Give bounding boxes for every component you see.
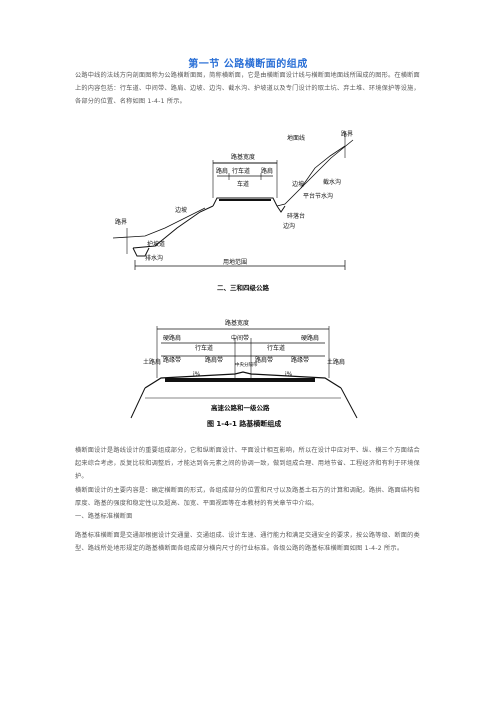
intro-paragraph: 公路中线的法线方向剖面图称为公路横断面图，简称横断面，它是由横断面设计线与横断面… bbox=[75, 72, 420, 106]
svg-text:路缘带: 路缘带 bbox=[163, 356, 181, 364]
svg-text:路缘带: 路缘带 bbox=[291, 356, 309, 364]
body-paragraphs: 横断面设计是路线设计的重要组成部分，它和纵断面设计、平面设计相互影响，所以在设计… bbox=[75, 444, 423, 556]
svg-text:排水沟: 排水沟 bbox=[145, 254, 163, 262]
svg-text:边坡: 边坡 bbox=[175, 206, 187, 214]
svg-text:地面线: 地面线 bbox=[287, 134, 305, 142]
svg-text:中央分隔带: 中央分隔带 bbox=[235, 361, 258, 368]
svg-text:路肩带: 路肩带 bbox=[205, 356, 223, 364]
cross-section-figure: 路界 地面线 路基宽度 路肩 行车道 路肩 车道 边坡 截水沟 平台节水沟 边坡… bbox=[112, 130, 358, 428]
svg-text:路界: 路界 bbox=[115, 218, 127, 226]
svg-text:边坡: 边坡 bbox=[292, 180, 304, 188]
svg-text:土路肩: 土路肩 bbox=[327, 358, 345, 366]
paragraph-1: 横断面设计是路线设计的重要组成部分，它和纵断面设计、平面设计相互影响，所以在设计… bbox=[75, 447, 420, 481]
svg-text:土路肩: 土路肩 bbox=[143, 358, 161, 366]
svg-text:碎落台: 碎落台 bbox=[287, 212, 305, 220]
svg-text:路基宽度: 路基宽度 bbox=[231, 153, 255, 161]
top-figure-labels: 路界 地面线 路基宽度 路肩 行车道 路肩 车道 边坡 截水沟 平台节水沟 边坡… bbox=[115, 130, 353, 292]
svg-text:行车道: 行车道 bbox=[267, 344, 285, 352]
svg-text:路肩带: 路肩带 bbox=[255, 356, 273, 364]
bottom-cross-section bbox=[130, 326, 358, 419]
svg-text:路肩: 路肩 bbox=[261, 167, 273, 175]
subsection-heading: 一、路基标准横断面 bbox=[75, 513, 133, 521]
figure-caption: 图 1-4-1 路基横断组成 bbox=[207, 419, 281, 428]
svg-text:路肩: 路肩 bbox=[216, 167, 228, 175]
svg-text:i%: i% bbox=[285, 371, 293, 378]
svg-text:行车道: 行车道 bbox=[232, 167, 250, 175]
section-title: 第一节 公路横断面的组成 bbox=[188, 59, 308, 70]
svg-text:平台节水沟: 平台节水沟 bbox=[303, 192, 333, 200]
svg-text:硬路肩: 硬路肩 bbox=[301, 334, 319, 342]
svg-text:截水沟: 截水沟 bbox=[323, 178, 341, 186]
top-cross-section bbox=[112, 132, 354, 270]
bottom-figure-caption: 高速公路和一级公路 bbox=[211, 403, 270, 412]
svg-text:i%: i% bbox=[193, 371, 201, 378]
svg-text:硬路肩: 硬路肩 bbox=[163, 334, 181, 342]
paragraph-3: 路基标准横断面是交通部根据设计交通量、交通组成、设计车速、通行能力和满足交通安全… bbox=[75, 532, 420, 553]
svg-text:行车道: 行车道 bbox=[195, 344, 213, 352]
svg-text:车道: 车道 bbox=[237, 180, 249, 188]
bottom-figure-labels: 路基宽度 中间带 硬路肩 硬路肩 行车道 行车道 路缘带 路肩带 中央分隔带 路… bbox=[143, 319, 345, 428]
svg-text:边沟: 边沟 bbox=[283, 222, 295, 230]
svg-text:路基宽度: 路基宽度 bbox=[225, 319, 249, 327]
svg-text:中间带: 中间带 bbox=[231, 334, 249, 342]
paragraph-2: 横断面设计的主要内容是：确定横断面的形式，各组成部分的位置和尺寸以及路基土石方的… bbox=[75, 486, 420, 507]
svg-text:护坡道: 护坡道 bbox=[147, 240, 165, 248]
top-figure-caption: 二、三和四级公路 bbox=[217, 283, 270, 292]
svg-text:用地范围: 用地范围 bbox=[223, 258, 247, 266]
svg-text:路界: 路界 bbox=[341, 130, 353, 138]
